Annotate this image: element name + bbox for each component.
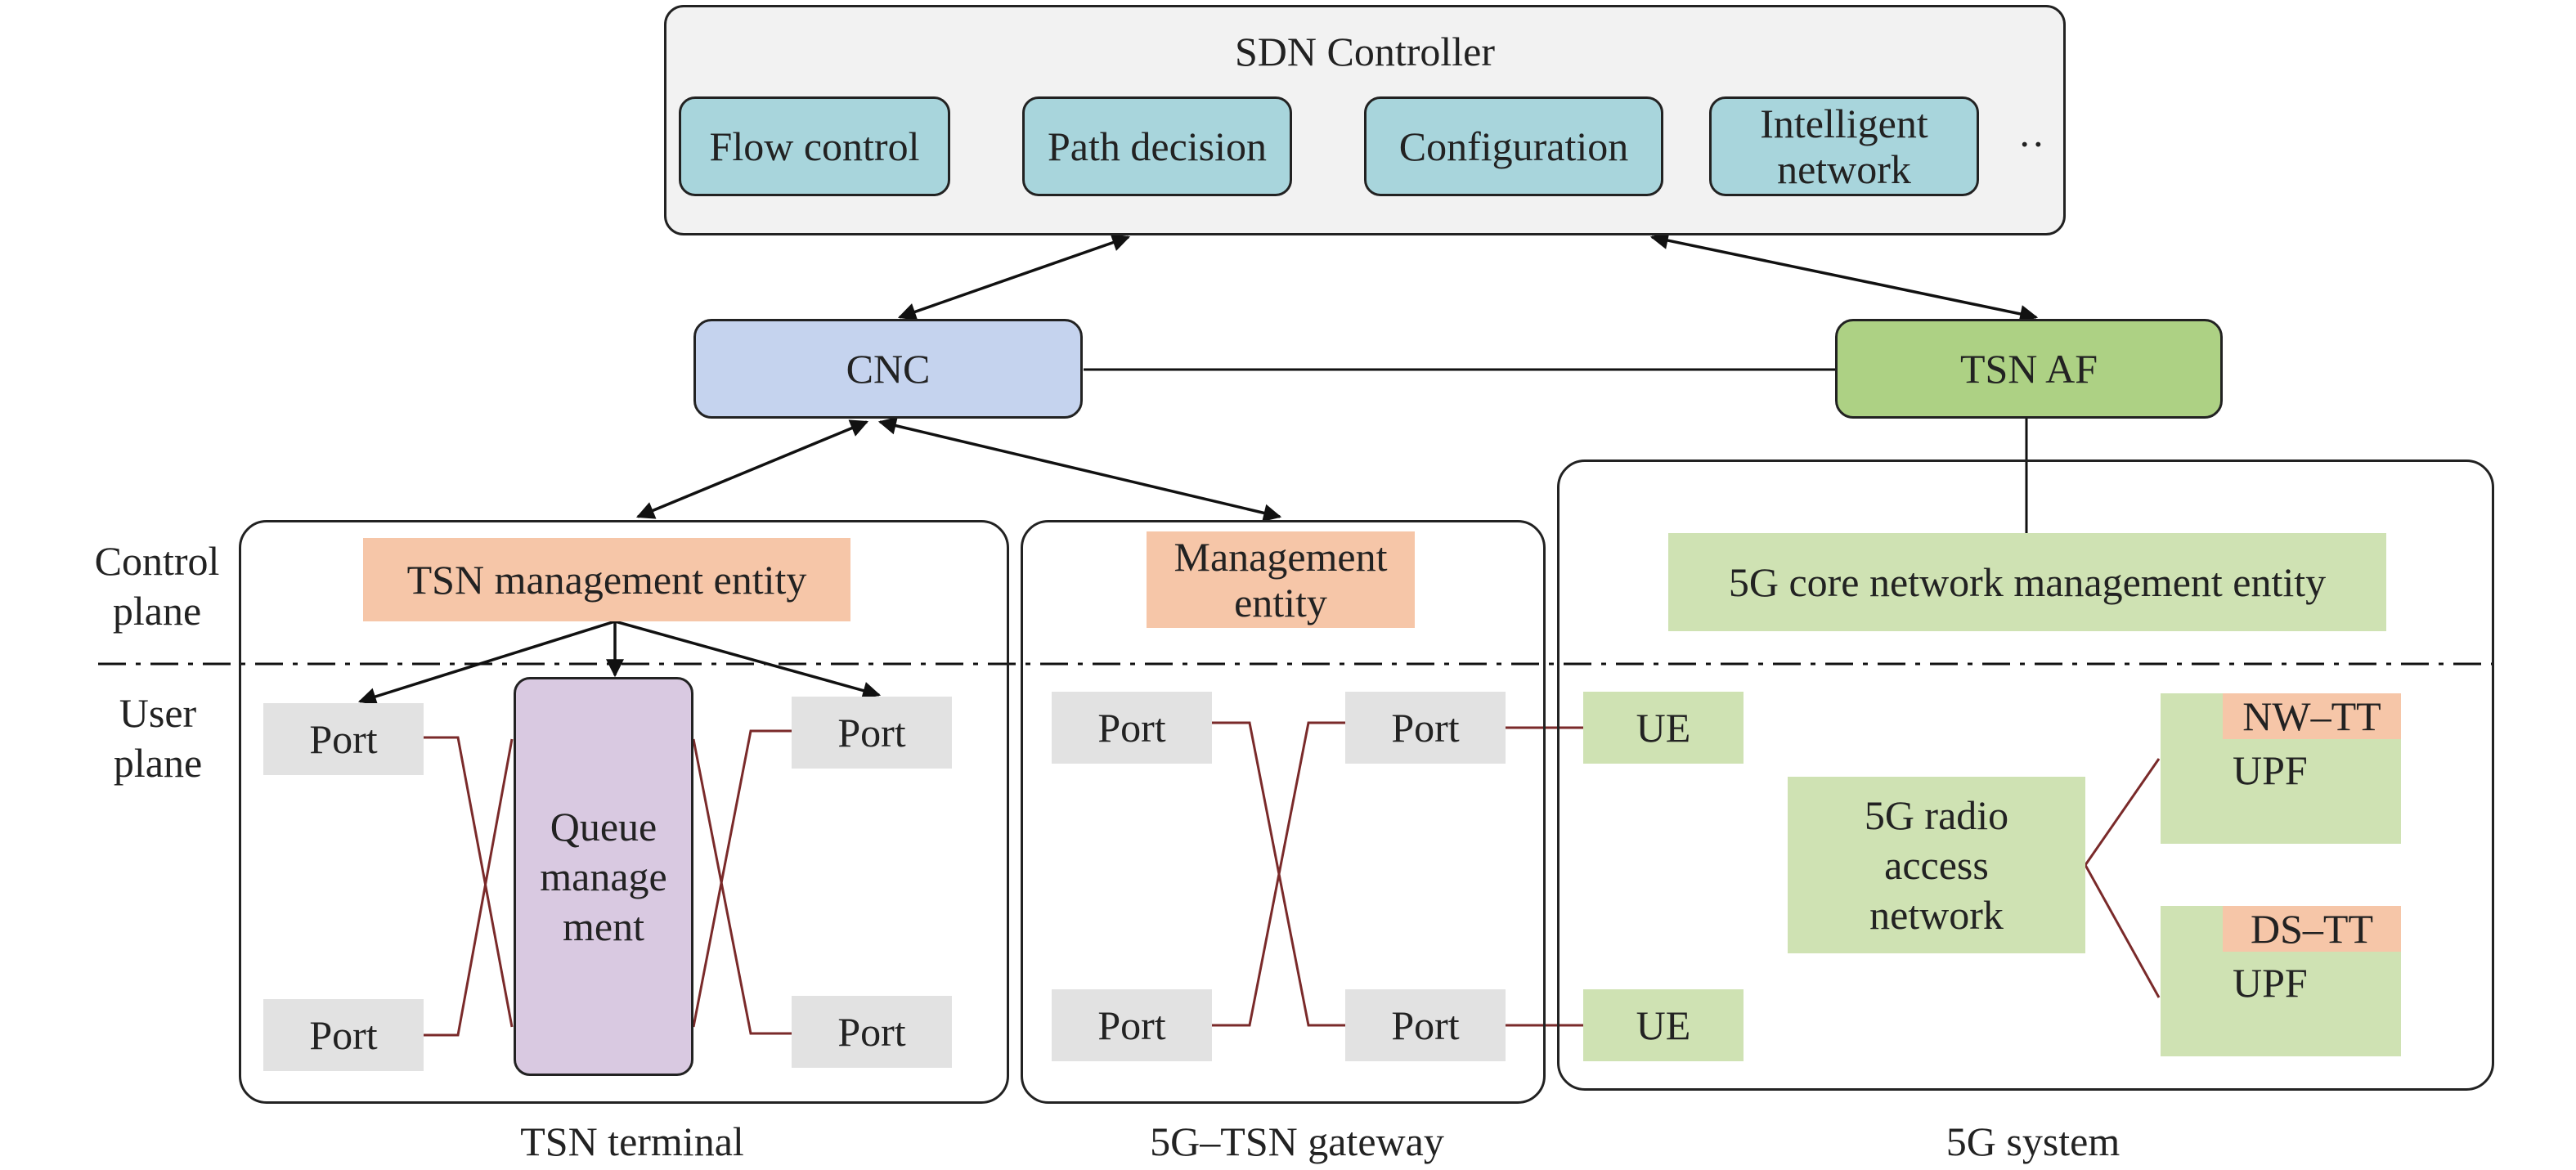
terminal-port: Port xyxy=(792,697,952,769)
cnc-gateway-arrow xyxy=(877,416,1282,522)
gateway-container xyxy=(1021,520,1546,1104)
ds-tt-tag: DS–TT xyxy=(2223,906,2401,952)
control-plane-label: Control plane xyxy=(94,538,220,634)
ue-box: UE xyxy=(1583,692,1744,764)
cnc-box: CNC xyxy=(693,319,1083,419)
controller-tsnaf-arrow xyxy=(1649,231,2039,323)
gateway-port: Port xyxy=(1052,989,1212,1061)
queue-management-box: Queue manage ment xyxy=(514,677,693,1076)
terminal-port-link xyxy=(692,738,792,1035)
cnc-terminal-arrow xyxy=(635,419,869,519)
mgmt-to-port-arrow xyxy=(614,620,882,700)
controller-cnc-arrow xyxy=(897,234,1131,321)
terminal-port: Port xyxy=(263,999,424,1071)
mgmt-to-port-arrow xyxy=(357,620,616,706)
terminal-port: Port xyxy=(792,996,952,1068)
gateway-management-entity: Management entity xyxy=(1147,531,1415,628)
tsn-terminal-caption: TSN terminal xyxy=(520,1118,744,1164)
upf-label: UPF xyxy=(2233,747,2308,793)
ran-upf-link xyxy=(2084,758,2161,998)
5g-system-caption: 5G system xyxy=(1945,1118,2120,1164)
gateway-port: Port xyxy=(1345,989,1506,1061)
path-decision-module: Path decision xyxy=(1022,96,1292,196)
terminal-port-link xyxy=(424,736,514,1028)
5g-core-management-entity: 5G core network management entity xyxy=(1668,533,2386,631)
sdn-controller-title: SDN Controller xyxy=(1234,29,1496,74)
user-plane-label: User plane xyxy=(113,690,203,786)
more-modules-ellipsis: ·· xyxy=(2017,121,2045,167)
5g-system-container xyxy=(1557,459,2494,1091)
tsn-af-box: TSN AF xyxy=(1835,319,2223,419)
gateway-caption: 5G–TSN gateway xyxy=(1150,1118,1444,1164)
flow-control-module: Flow control xyxy=(679,96,950,196)
upf-label: UPF xyxy=(2233,960,2308,1006)
configuration-module: Configuration xyxy=(1364,96,1663,196)
5g-radio-access-network: 5G radio access network xyxy=(1788,777,2085,953)
intelligent-network-module: Intelligent network xyxy=(1709,96,1979,196)
gateway-port: Port xyxy=(1052,692,1212,764)
tsn-terminal-container xyxy=(239,520,1009,1104)
ue-box: UE xyxy=(1583,989,1744,1061)
tsn-management-entity: TSN management entity xyxy=(363,538,850,621)
nw-tt-tag: NW–TT xyxy=(2223,693,2401,739)
gateway-port-link xyxy=(1212,721,1345,1027)
gateway-port: Port xyxy=(1345,692,1506,764)
terminal-port-link xyxy=(692,729,792,1028)
terminal-port-link xyxy=(424,738,514,1037)
terminal-port: Port xyxy=(263,703,424,775)
